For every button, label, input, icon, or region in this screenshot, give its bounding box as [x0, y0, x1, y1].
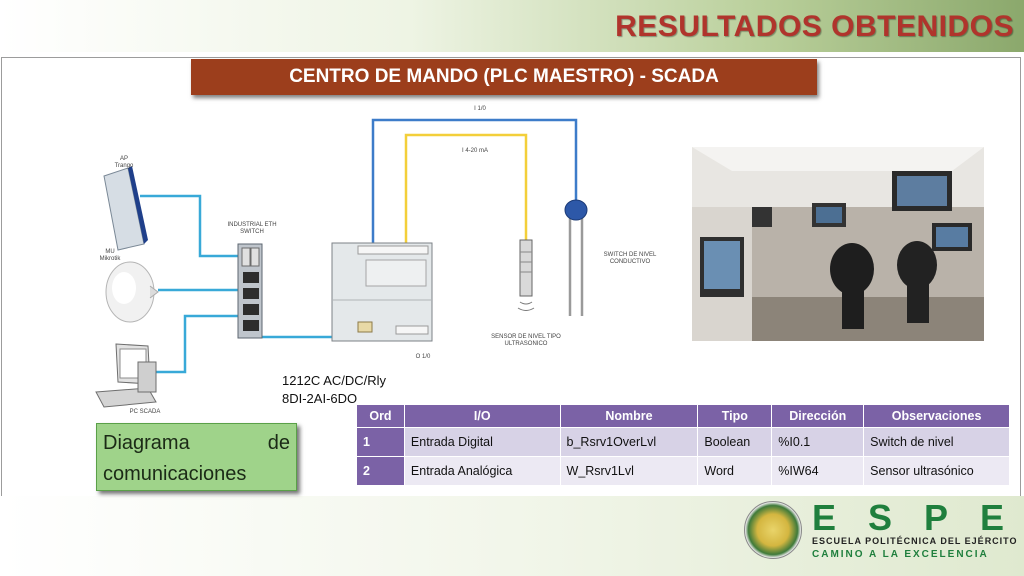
cell-direccion: %I0.1 [771, 427, 865, 457]
espe-motto: CAMINO A LA EXCELENCIA [812, 549, 989, 560]
cell-tipo: Boolean [697, 427, 773, 457]
header-nombre: Nombre [559, 404, 699, 428]
pc-label: PC SCADA [129, 409, 161, 415]
cell-ord: 2 [356, 456, 405, 486]
i10-label: I 1/0 [474, 106, 486, 112]
cell-nombre: b_Rsrv1OverLvl [559, 427, 699, 457]
table-header-row: Ord I/O Nombre Tipo Dirección Observacio… [356, 404, 1010, 428]
table-row: 1 Entrada Digital b_Rsrv1OverLvl Boolean… [356, 427, 1010, 457]
cell-io: Entrada Analógica [403, 456, 561, 486]
cell-io: Entrada Digital [403, 427, 561, 457]
o10-label: O 1/0 [415, 354, 431, 360]
espe-seal-logo [744, 501, 802, 559]
ultrasonic-sensor-device [517, 239, 535, 311]
espe-school-name: ESCUELA POLITÉCNICA DEL EJÉRCITO [812, 536, 1018, 546]
cell-ord: 1 [356, 427, 405, 457]
callout-word1: Diagrama [103, 432, 190, 454]
cell-observaciones: Sensor ultrasónico [863, 456, 1010, 486]
control-room-photo [692, 147, 984, 341]
level-switch-probe-device [564, 199, 588, 316]
header-ord: Ord [356, 404, 405, 428]
callout-line2: comunicaciones [103, 463, 247, 485]
wire-ap-link [140, 194, 240, 258]
cell-nombre: W_Rsrv1Lvl [559, 456, 699, 486]
wire-pc-link [140, 314, 240, 374]
header-io: I/O [403, 404, 561, 428]
diagram-callout: Diagrama de comunicaciones [96, 423, 297, 491]
wire-4-20ma [404, 133, 528, 243]
footer-band [0, 496, 1024, 576]
industrial-switch-device [237, 243, 263, 339]
header-tipo: Tipo [697, 404, 773, 428]
callout-word2: de [267, 432, 290, 454]
ap-trango-device [103, 166, 148, 251]
pc-scada-device [95, 343, 157, 408]
cell-tipo: Word [697, 456, 773, 486]
page-title: RESULTADOS OBTENIDOS [615, 10, 1014, 43]
section-banner: CENTRO DE MANDO (PLC MAESTRO) - SCADA [191, 59, 817, 95]
wire-i10 [371, 118, 578, 243]
header-band [0, 0, 1024, 52]
header-observaciones: Observaciones [863, 404, 1010, 428]
header-direccion: Dirección [771, 404, 865, 428]
cell-direccion: %IW64 [771, 456, 865, 486]
plc-s7-1200-device [331, 242, 433, 342]
mu-mikrotik-device [105, 261, 159, 323]
ma-label: I 4-20 mA [461, 148, 488, 154]
table-row: 2 Entrada Analógica W_Rsrv1Lvl Word %IW6… [356, 456, 1010, 486]
espe-logo-letters: E S P E [812, 497, 1007, 538]
cell-observaciones: Switch de nivel [863, 427, 1010, 457]
io-table: Ord I/O Nombre Tipo Dirección Observacio… [356, 404, 1010, 486]
